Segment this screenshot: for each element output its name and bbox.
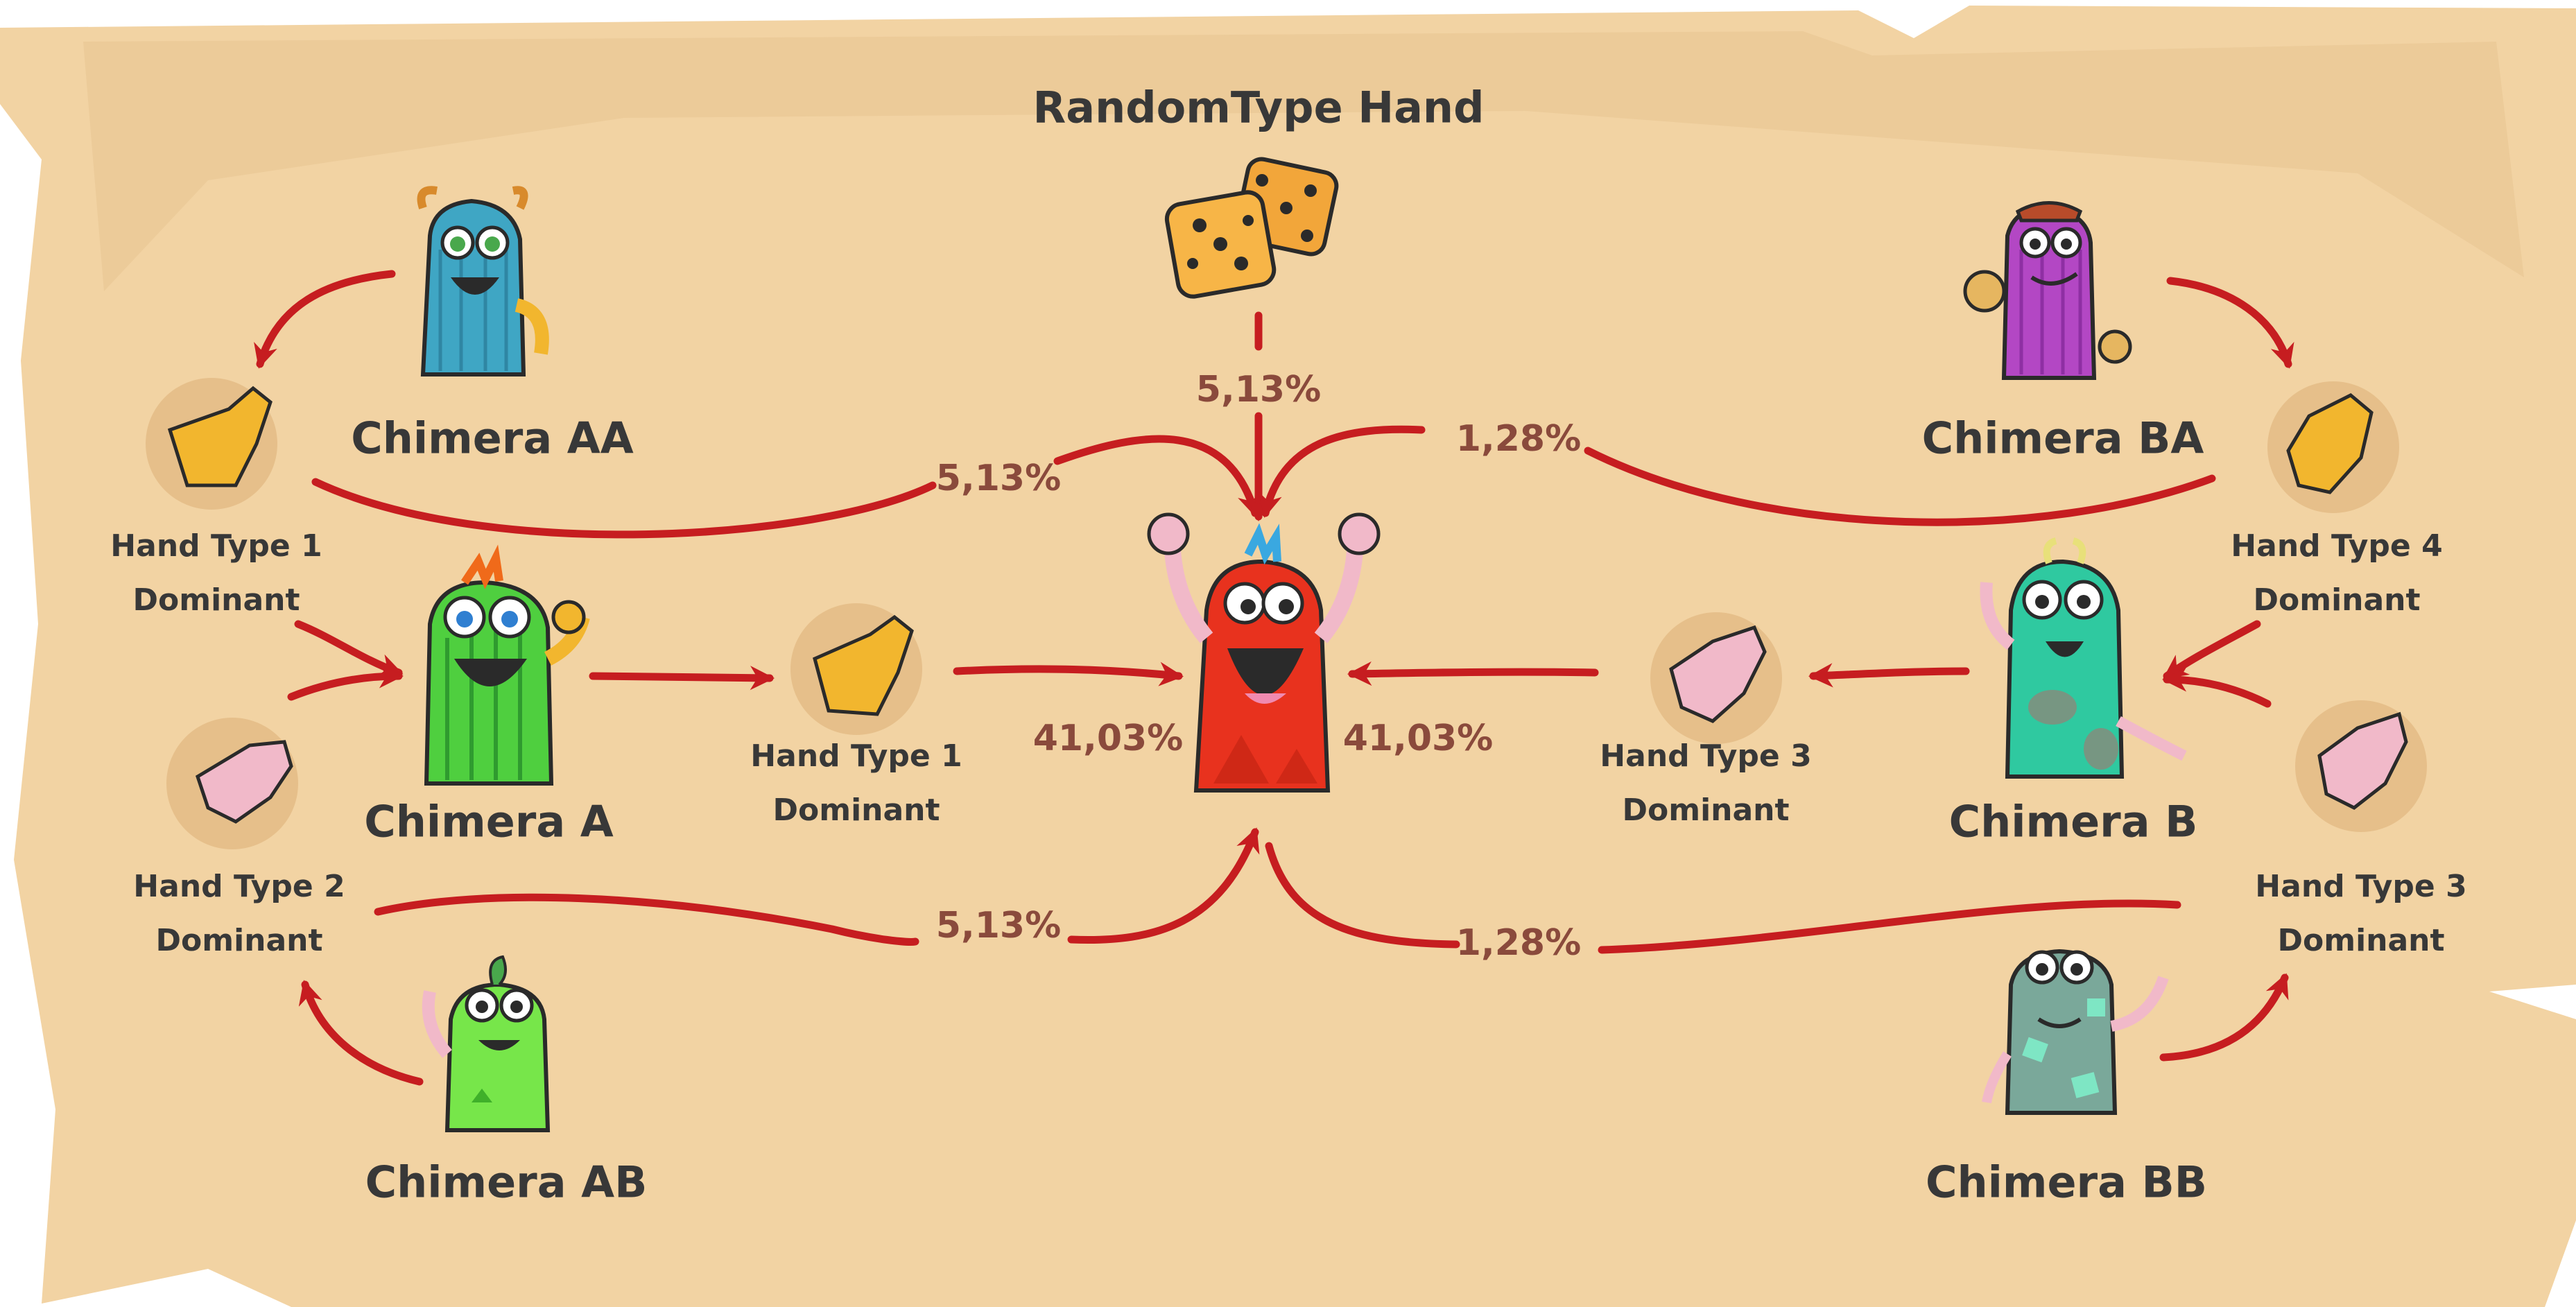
label-hand-ab-dominant: Dominant bbox=[155, 923, 323, 958]
chimera-aa-icon bbox=[417, 186, 549, 376]
dice-icon bbox=[1164, 157, 1339, 299]
arrow-ab-to-center-end bbox=[1067, 827, 1260, 944]
label-hand-ba-dominant: Dominant bbox=[2253, 582, 2421, 618]
hand-b-icon bbox=[1650, 612, 1782, 744]
arrow-ba-to-center-tail bbox=[1584, 447, 2216, 526]
hand-bb-icon bbox=[2295, 700, 2427, 832]
arrow-bb-to-center-tail bbox=[1598, 899, 2181, 954]
arrow-ab-to-center bbox=[374, 893, 919, 946]
label-hand-aa: Hand Type 1 Dominant bbox=[110, 519, 322, 627]
arrow-bb-to-center bbox=[1265, 842, 1460, 949]
label-hand-b-type: Hand Type 3 bbox=[1600, 738, 1812, 774]
arrow-ab-to-hand bbox=[298, 980, 424, 1086]
hand-a-icon bbox=[790, 603, 922, 735]
arrow-ba-to-center bbox=[1258, 425, 1426, 518]
label-hand-a-dominant: Dominant bbox=[772, 793, 940, 828]
label-hand-aa-dominant: Dominant bbox=[132, 582, 300, 618]
percent-random: 5,13% bbox=[1195, 369, 1322, 410]
arrow-b-to-hand bbox=[1808, 663, 1970, 688]
arrow-hand-to-center bbox=[953, 661, 1184, 686]
arrow-a-to-hand bbox=[589, 666, 775, 691]
chimera-b-icon bbox=[1980, 537, 2187, 779]
label-hand-b-dominant: Dominant bbox=[1622, 793, 1790, 828]
diagram-title: RandomType Hand bbox=[1032, 82, 1485, 133]
arrow-hand2-to-a bbox=[287, 664, 404, 701]
arrow-ba-to-hand bbox=[2166, 277, 2294, 369]
label-hand-bb-type: Hand Type 3 bbox=[2255, 869, 2467, 904]
arrow-bb-to-hand bbox=[2159, 973, 2289, 1062]
chimera-ba-icon bbox=[1963, 201, 2132, 380]
chimera-bb-icon bbox=[1982, 949, 2169, 1115]
label-chimera-aa: Chimera AA bbox=[351, 413, 634, 464]
percent-aa: 5,13% bbox=[935, 458, 1062, 499]
arrow-aa-to-center bbox=[311, 478, 937, 539]
label-chimera-b: Chimera B bbox=[1948, 796, 2198, 847]
label-hand-a: Hand Type 1 Dominant bbox=[750, 729, 962, 838]
percent-ab: 5,13% bbox=[935, 905, 1062, 946]
hand-ba-icon bbox=[2267, 381, 2399, 513]
label-chimera-ba: Chimera BA bbox=[1921, 413, 2204, 464]
label-hand-a-type: Hand Type 1 bbox=[750, 738, 962, 774]
percent-bb: 1,28% bbox=[1455, 922, 1582, 964]
label-hand-ba: Hand Type 4 Dominant bbox=[2231, 519, 2442, 627]
hand-circles bbox=[146, 378, 2427, 849]
label-hand-b: Hand Type 3 Dominant bbox=[1600, 729, 1811, 838]
arrows bbox=[254, 270, 2294, 1086]
label-hand-bb: Hand Type 3 Dominant bbox=[2255, 860, 2466, 968]
label-chimera-ab: Chimera AB bbox=[365, 1157, 648, 1208]
parchment-stain bbox=[83, 31, 2524, 291]
arrow-hand3-to-center bbox=[1347, 661, 1599, 686]
hand-aa-icon bbox=[146, 378, 277, 510]
label-hand-ab: Hand Type 2 Dominant bbox=[133, 860, 345, 968]
label-hand-aa-type: Hand Type 1 bbox=[110, 528, 322, 564]
percent-ba: 1,28% bbox=[1455, 418, 1582, 460]
chimera-ab-icon bbox=[422, 955, 551, 1132]
chimera-center-icon bbox=[1147, 512, 1381, 793]
label-hand-ab-type: Hand Type 2 bbox=[133, 869, 345, 904]
label-hand-ba-type: Hand Type 4 bbox=[2231, 528, 2443, 564]
arrow-hand3r-to-b bbox=[2161, 667, 2272, 708]
chimera-a-icon bbox=[424, 544, 590, 786]
percent-b: 41,03% bbox=[1342, 718, 1494, 759]
label-hand-bb-dominant: Dominant bbox=[2277, 923, 2445, 958]
percent-a: 41,03% bbox=[1032, 718, 1184, 759]
hand-ab-icon bbox=[166, 718, 298, 849]
label-chimera-bb: Chimera BB bbox=[1925, 1157, 2208, 1208]
arrow-aa-to-center-end bbox=[1053, 435, 1261, 518]
label-chimera-a: Chimera A bbox=[364, 796, 614, 847]
arrow-aa-to-hand bbox=[254, 270, 396, 369]
